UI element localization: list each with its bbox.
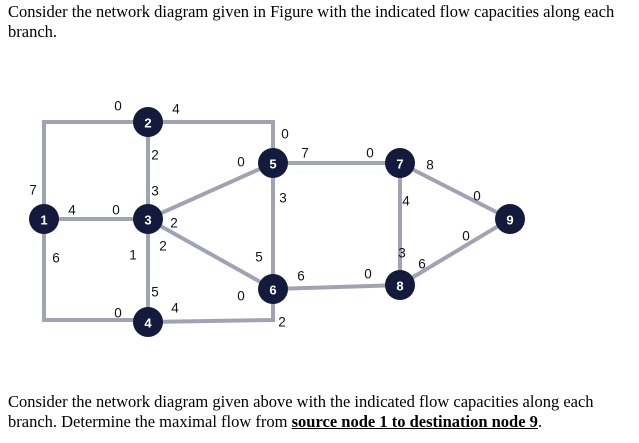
node-8: 8 <box>385 270 415 300</box>
node-label-1: 1 <box>40 213 47 228</box>
node-6: 6 <box>258 274 288 304</box>
node-label-5: 5 <box>269 157 276 172</box>
capacity-label-3-6-from: 2 <box>159 239 167 254</box>
node-circle-9 <box>495 204 525 234</box>
edge-4-6 <box>147 289 275 324</box>
edge-1-2 <box>42 120 148 219</box>
capacity-label-7-8-to: 3 <box>398 246 406 261</box>
capacity-label-2-3-to: 3 <box>151 184 159 199</box>
capacity-label-3-6-to: 0 <box>237 289 245 304</box>
capacity-label-1-2-from: 7 <box>29 183 37 198</box>
node-7: 7 <box>385 148 415 178</box>
node-label-3: 3 <box>144 213 151 228</box>
capacity-label-1-3-to: 0 <box>112 203 120 218</box>
node-9: 9 <box>495 204 525 234</box>
node-label-9: 9 <box>506 213 513 228</box>
capacity-label-3-5-from: 2 <box>170 216 178 231</box>
node-3: 3 <box>133 204 163 234</box>
node-2: 2 <box>133 107 163 137</box>
edge-3-6 <box>147 217 274 291</box>
node-label-4: 4 <box>144 316 152 331</box>
capacity-label-2-5-from: 4 <box>172 102 180 117</box>
edge-7-9 <box>399 161 511 221</box>
capacity-label-1-3-from: 4 <box>68 203 76 218</box>
capacity-label-3-4-from: 1 <box>129 248 137 263</box>
node-label-6: 6 <box>269 283 276 298</box>
capacity-label-7-9-from: 8 <box>426 158 434 173</box>
edge-8-9 <box>398 217 512 287</box>
node-1: 1 <box>29 204 59 234</box>
capacity-label-6-8-to: 0 <box>364 267 372 282</box>
capacity-label-4-6-to: 2 <box>278 315 286 330</box>
capacity-label-3-5-to: 0 <box>237 155 245 170</box>
node-circle-7 <box>385 148 415 178</box>
node-circle-2 <box>133 107 163 137</box>
node-label-7: 7 <box>396 157 403 172</box>
node-label-8: 8 <box>396 279 403 294</box>
node-circle-6 <box>258 274 288 304</box>
intro-text: Consider the network diagram given in Fi… <box>8 2 615 41</box>
node-4: 4 <box>133 307 163 337</box>
question-after: . <box>537 412 543 431</box>
capacity-label-4-6-from: 4 <box>171 301 179 316</box>
question-before: Consider the network diagram given above… <box>8 392 594 431</box>
edge-1-4 <box>42 219 150 322</box>
capacity-label-3-4-to: 5 <box>151 285 159 300</box>
node-circle-5 <box>258 148 288 178</box>
edge-2-5 <box>148 120 275 163</box>
capacity-label-8-9-to: 0 <box>462 229 470 244</box>
capacity-label-5-7-to: 0 <box>366 146 374 161</box>
node-circle-1 <box>29 204 59 234</box>
capacity-label-5-6-from: 3 <box>279 191 287 206</box>
capacity-label-2-3-from: 2 <box>151 148 159 163</box>
edge-6-8 <box>272 283 401 291</box>
capacity-label-1-4-from: 6 <box>52 251 60 266</box>
capacity-label-1-2-to: 0 <box>114 99 122 114</box>
capacity-label-5-7-from: 7 <box>301 146 309 161</box>
question-text: Consider the network diagram given above… <box>8 392 633 432</box>
edge-3-5 <box>147 161 274 221</box>
edge-layer <box>42 120 512 324</box>
capacity-label-8-9-from: 6 <box>418 257 426 272</box>
capacity-label-7-8-from: 4 <box>402 194 410 209</box>
node-circle-3 <box>133 204 163 234</box>
capacity-label-7-9-to: 0 <box>473 189 481 204</box>
node-label-2: 2 <box>144 116 151 131</box>
node-circle-4 <box>133 307 163 337</box>
capacity-label-1-4-to: 0 <box>114 306 122 321</box>
question-emphasis: source node 1 to destination node 9 <box>291 412 538 431</box>
capacity-label-2-5-to: 0 <box>281 127 289 142</box>
node-circle-8 <box>385 270 415 300</box>
node-5: 5 <box>258 148 288 178</box>
capacity-label-6-8-from: 6 <box>297 269 305 284</box>
capacity-label-5-6-to: 5 <box>255 250 263 265</box>
